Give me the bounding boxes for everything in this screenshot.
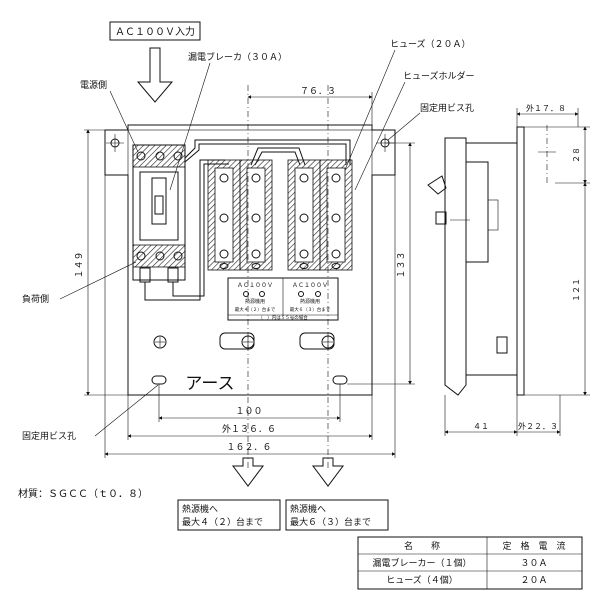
load-side-label: 負荷側	[22, 293, 49, 305]
fix-hole-bottom-label: 固定用ビス孔	[22, 430, 76, 442]
plate-note: （ ）内は５５号の場合	[258, 314, 308, 321]
front-view: ＡＣ１００Ｖ 熱源機用 最大４（２）台まで ＡＣ１００Ｖ 熱源機用 最大６（３）…	[104, 85, 396, 470]
dim-149: １４９	[75, 251, 85, 278]
side-view	[427, 125, 556, 396]
out-right-line2: 最大６（３）台まで	[290, 516, 371, 528]
fuse-holder-label: ヒューズホルダー	[403, 70, 475, 82]
front-dimensions: ７６．３ １４９ １３３ １００ 外１３６．６ １６２．６	[75, 87, 415, 458]
plate-right-sub: 熱源機用	[300, 298, 320, 305]
table-row-fuse: ヒューズ（４個）	[386, 574, 458, 586]
breaker-label: 漏電ブレーカ（３０Ａ）	[188, 51, 287, 63]
out-right-line1: 熱源機へ	[290, 503, 326, 515]
table-header-name: 名 称	[404, 540, 440, 552]
bushings	[151, 332, 348, 385]
out-left-line1: 熱源機へ	[182, 503, 218, 515]
table-row-fuse-current: ２０Ａ	[520, 576, 547, 586]
input-arrow	[136, 47, 174, 103]
power-side-label: 電源側	[80, 79, 107, 91]
fuse-holders	[207, 159, 353, 271]
dim-28: ２８	[572, 147, 581, 163]
input-label-box: ＡＣ１００Ｖ入力	[109, 21, 201, 41]
earth-label: アース	[185, 374, 234, 394]
dim-17: 外１７．８	[526, 103, 566, 113]
side-dimensions: 外１７．８ ２８ １２１ ４１ 外２２．３	[444, 103, 590, 436]
fuse-label: ヒューズ（２０Ａ）	[390, 38, 471, 50]
spec-table: 名 称 定 格 電 流 漏電ブレーカー（１個） ３０Ａ ヒューズ（４個） ２０Ａ	[357, 536, 583, 590]
dim-136: 外１３６．６	[222, 423, 276, 435]
plate-left-sub: 熱源機用	[245, 298, 265, 305]
input-label: ＡＣ１００Ｖ入力	[115, 25, 195, 38]
output-label-left: 熱源機へ 最大４（２）台まで	[177, 499, 281, 531]
table-header-current: 定 格 電 流	[502, 540, 565, 552]
plate-left-title: ＡＣ１００Ｖ	[237, 282, 273, 289]
terminal-plates: ＡＣ１００Ｖ 熱源機用 最大４（２）台まで ＡＣ１００Ｖ 熱源機用 最大６（３）…	[227, 277, 339, 321]
material-label: 材質：ＳＧＣＣ（ｔ０．８）	[18, 487, 148, 500]
output-arrows	[232, 457, 344, 487]
plate-left-max: 最大４（２）台まで	[235, 306, 276, 313]
dim-121: １２１	[572, 278, 581, 302]
out-left-line2: 最大４（２）台まで	[182, 516, 263, 528]
dim-162: １６２．６	[226, 443, 271, 453]
leader-labels: 漏電ブレーカ（３０Ａ） ヒューズ（２０Ａ） ヒューズホルダー 固定用ビス孔 電源…	[22, 38, 475, 442]
dim-100: １００	[235, 407, 262, 417]
fix-hole-top-label: 固定用ビス孔	[420, 102, 474, 114]
output-label-right: 熱源機へ 最大６（３）台まで	[285, 499, 389, 531]
dim-22: 外２２．３	[518, 421, 558, 431]
dim-76: ７６．３	[300, 87, 336, 97]
table-row-breaker: 漏電ブレーカー（１個）	[372, 557, 471, 569]
dim-41: ４１	[473, 422, 489, 431]
wiring	[144, 139, 351, 301]
plate-right-title: ＡＣ１００Ｖ	[292, 282, 328, 289]
plate-right-max: 最大６（３）台まで	[290, 306, 331, 313]
dim-133: １３３	[397, 251, 407, 278]
breaker	[132, 144, 186, 283]
table-row-breaker-current: ３０Ａ	[520, 559, 547, 569]
